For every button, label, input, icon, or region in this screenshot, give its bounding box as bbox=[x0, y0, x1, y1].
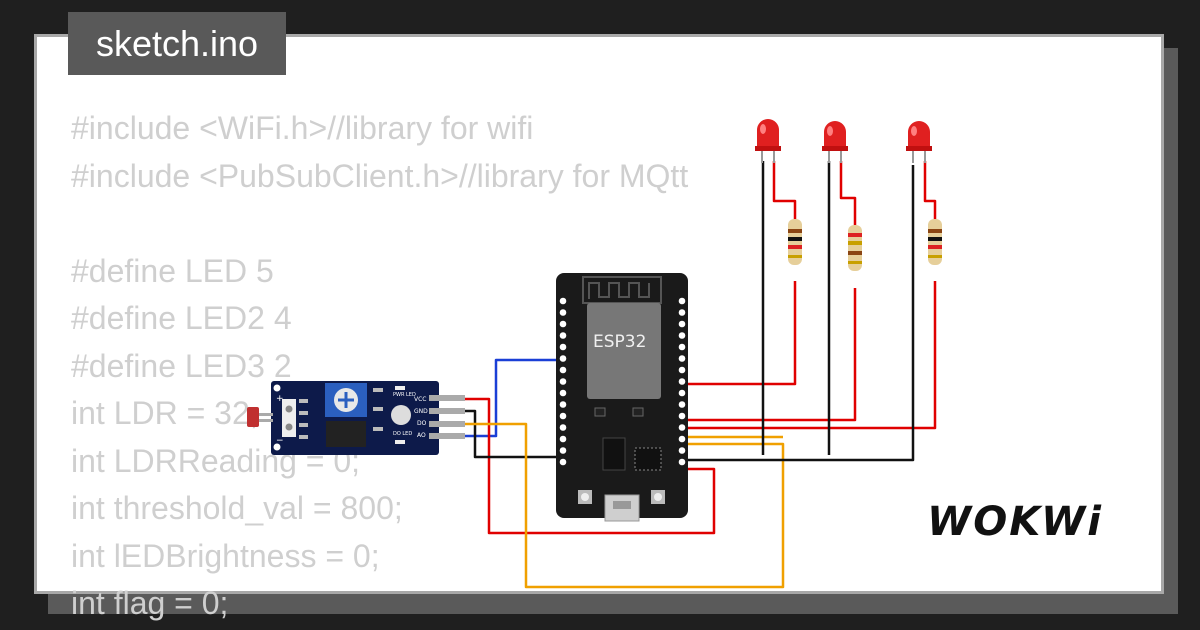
esp32-pin[interactable] bbox=[559, 355, 567, 362]
led-1[interactable] bbox=[755, 119, 781, 163]
circuit-diagram: ESP32 + − bbox=[247, 119, 942, 589]
resistor-3[interactable] bbox=[928, 219, 942, 265]
esp32-pin[interactable] bbox=[678, 447, 686, 454]
esp32-pin[interactable] bbox=[678, 389, 686, 397]
code-line: #define LED3 2 bbox=[71, 347, 292, 384]
do-led-label: DO LED bbox=[393, 431, 412, 437]
esp32-pin[interactable] bbox=[559, 389, 567, 397]
esp32-pin[interactable] bbox=[559, 401, 567, 408]
wire-black-gnd-right bbox=[684, 165, 915, 462]
pin-do-label: DO bbox=[417, 420, 427, 427]
code-line: int LDRReading = 0; bbox=[71, 442, 361, 479]
code-line: int flag = 0; bbox=[71, 585, 229, 621]
esp32-pin[interactable] bbox=[678, 309, 686, 316]
wire-red-led1 bbox=[684, 281, 797, 386]
wire-orange-do bbox=[464, 422, 785, 589]
sensor-plus-label: + bbox=[276, 394, 284, 404]
esp32-pin[interactable] bbox=[678, 355, 686, 362]
wire-red-vcc bbox=[464, 397, 716, 535]
pwr-led-label: PWR LED bbox=[393, 392, 416, 398]
esp32-pin[interactable] bbox=[678, 401, 686, 408]
esp32-pin[interactable] bbox=[559, 309, 567, 316]
esp32-pin[interactable] bbox=[559, 424, 567, 431]
esp32-board[interactable]: ESP32 bbox=[556, 273, 688, 522]
code-line: #define LED 5 bbox=[71, 252, 274, 289]
ldr-sensor-module[interactable]: + − PWR LED DO LED VCC GND DO AO bbox=[247, 381, 465, 455]
code-line: #define LED2 4 bbox=[71, 300, 292, 336]
file-tab[interactable]: sketch.ino bbox=[68, 12, 286, 75]
pin-vcc-label: VCC bbox=[414, 396, 426, 403]
esp32-pin[interactable] bbox=[559, 297, 567, 305]
esp32-pin[interactable] bbox=[678, 424, 686, 431]
resistor-1[interactable] bbox=[788, 219, 802, 265]
esp32-pin[interactable] bbox=[559, 332, 567, 339]
sensor-minus-label: − bbox=[276, 436, 284, 446]
esp32-pin[interactable] bbox=[678, 343, 686, 351]
esp32-pin[interactable] bbox=[678, 320, 686, 328]
wire-red-led2-top bbox=[839, 161, 857, 225]
esp32-label: ESP32 bbox=[593, 332, 646, 352]
esp32-pin[interactable] bbox=[559, 366, 567, 374]
esp32-pin[interactable] bbox=[678, 297, 686, 305]
wire-blue-ao bbox=[464, 358, 560, 438]
esp32-pin[interactable] bbox=[678, 378, 686, 385]
wire-red-led3-top bbox=[923, 161, 937, 219]
wire-black-gnd bbox=[464, 409, 560, 459]
led-3[interactable] bbox=[906, 121, 932, 163]
project-card: #include <WiFi.h>//library for wifi #incl… bbox=[34, 34, 1164, 621]
esp32-pin[interactable] bbox=[678, 435, 686, 443]
code-line: #include <WiFi.h>//library for wifi bbox=[71, 110, 534, 146]
code-line: int lEDBrightness = 0; bbox=[71, 537, 380, 574]
code-line: int threshold_val = 800; bbox=[71, 490, 403, 526]
pin-ao-label: AO bbox=[417, 432, 426, 439]
pin-gnd-label: GND bbox=[414, 408, 428, 415]
wire-red-led1-top bbox=[772, 161, 797, 219]
esp32-pin[interactable] bbox=[678, 366, 686, 374]
esp32-pin[interactable] bbox=[559, 412, 567, 420]
esp32-pin[interactable] bbox=[559, 320, 567, 328]
esp32-pin[interactable] bbox=[559, 458, 567, 466]
esp32-pin[interactable] bbox=[559, 435, 567, 443]
esp32-pin[interactable] bbox=[559, 447, 567, 454]
esp32-pin[interactable] bbox=[559, 343, 567, 351]
esp32-pin[interactable] bbox=[678, 332, 686, 339]
wire-red-led2 bbox=[684, 288, 857, 422]
esp32-pin[interactable] bbox=[559, 378, 567, 385]
resistor-2[interactable] bbox=[848, 225, 862, 271]
wokwi-logo: WOKWi bbox=[927, 499, 1103, 545]
esp32-pin[interactable] bbox=[678, 458, 686, 466]
code-line: #include <PubSubClient.h>//library for M… bbox=[71, 157, 689, 194]
esp32-pin[interactable] bbox=[678, 412, 686, 420]
led-2[interactable] bbox=[822, 121, 848, 163]
wire-red-led3 bbox=[684, 281, 937, 430]
